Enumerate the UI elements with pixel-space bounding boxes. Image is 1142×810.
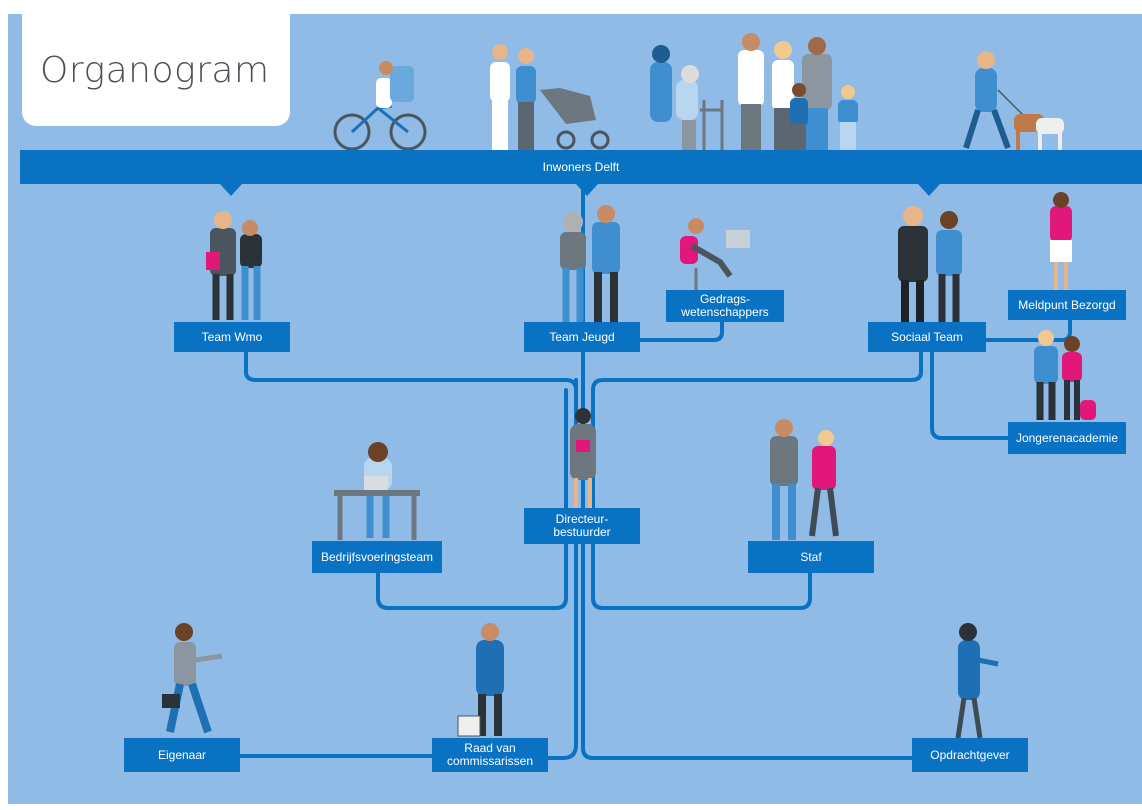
page-title: Organogram bbox=[40, 50, 270, 91]
family-group-figure bbox=[738, 33, 858, 150]
sociaal-connector bbox=[591, 350, 923, 610]
node-eigenaar: Eigenaar bbox=[124, 738, 240, 772]
family-with-stroller-figure bbox=[490, 44, 610, 150]
node-raad-van-commissarissen: Raad van commissarissen bbox=[432, 738, 548, 772]
node-gedragswetenschappers: Gedrags- wetenschappers bbox=[666, 290, 784, 322]
staf-people-figure bbox=[770, 419, 839, 540]
trunk-line bbox=[581, 182, 914, 760]
bedrijfs-connector bbox=[376, 388, 568, 610]
node-jongerenacademie: Jongerenacademie bbox=[1008, 422, 1126, 454]
node-staf: Staf bbox=[748, 541, 874, 573]
team-wmo-people-figure bbox=[206, 211, 262, 320]
client-woman-figure bbox=[955, 623, 999, 739]
meldpunt-connector bbox=[983, 318, 1072, 342]
youth-pair-figure bbox=[1034, 330, 1096, 420]
sociaal-team-people-figure bbox=[898, 206, 962, 322]
node-meldpunt-bezorgd: Meldpunt Bezorgd bbox=[1008, 290, 1126, 320]
elderly-with-walker-figure bbox=[650, 45, 724, 150]
jongeren-connector bbox=[930, 350, 1010, 440]
trunk-line-2 bbox=[532, 378, 578, 760]
desk-worker-figure bbox=[680, 218, 750, 290]
title-card: Organogram bbox=[22, 14, 290, 126]
cyclist-figure bbox=[333, 61, 427, 151]
walking-owner-figure bbox=[162, 623, 223, 734]
node-sociaal-team: Sociaal Team bbox=[868, 322, 986, 352]
office-worker-figure bbox=[334, 442, 420, 540]
banner-pointer-jeugd bbox=[576, 184, 598, 196]
team-jeugd-people-figure bbox=[560, 205, 620, 322]
director-figure bbox=[570, 408, 596, 508]
dog-walker-figure bbox=[963, 51, 1064, 150]
meldpunt-woman-figure bbox=[1050, 192, 1072, 290]
banner-pointer-wmo bbox=[220, 184, 242, 196]
gedrags-connector bbox=[638, 320, 724, 342]
banner-pointer-sociaal bbox=[918, 184, 940, 196]
node-bedrijfsvoeringsteam: Bedrijfsvoeringsteam bbox=[312, 541, 442, 573]
wmo-connector bbox=[244, 350, 578, 392]
node-team-wmo: Team Wmo bbox=[174, 322, 290, 352]
node-team-jeugd: Team Jeugd bbox=[524, 322, 640, 352]
commissioner-figure bbox=[457, 623, 504, 737]
banner-inwoners-delft: Inwoners Delft bbox=[20, 150, 1142, 184]
node-directeur-bestuurder: Directeur- bestuurder bbox=[524, 508, 640, 544]
node-opdrachtgever: Opdrachtgever bbox=[912, 738, 1028, 772]
